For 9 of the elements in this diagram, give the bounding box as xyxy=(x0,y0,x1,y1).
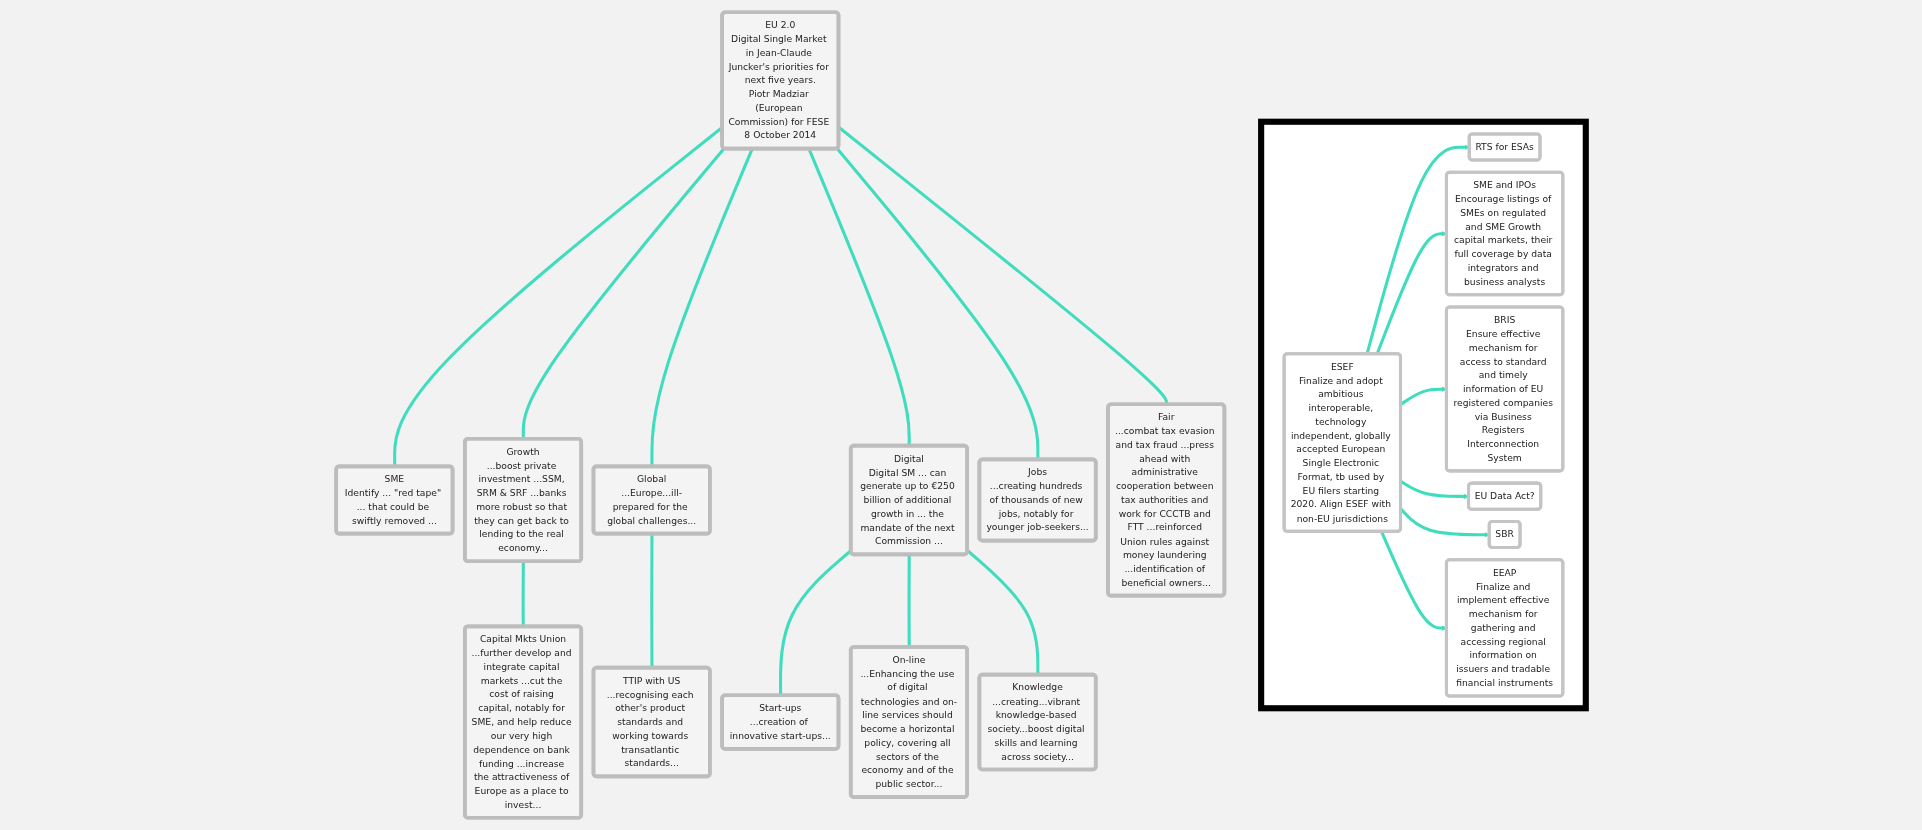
connector xyxy=(966,549,1040,675)
connector xyxy=(907,554,911,648)
connector xyxy=(807,148,911,446)
connector xyxy=(650,534,654,668)
cluster xyxy=(1258,118,1589,712)
connector xyxy=(650,148,754,467)
connector xyxy=(835,147,1040,460)
connector xyxy=(393,126,724,467)
connector xyxy=(521,561,525,627)
